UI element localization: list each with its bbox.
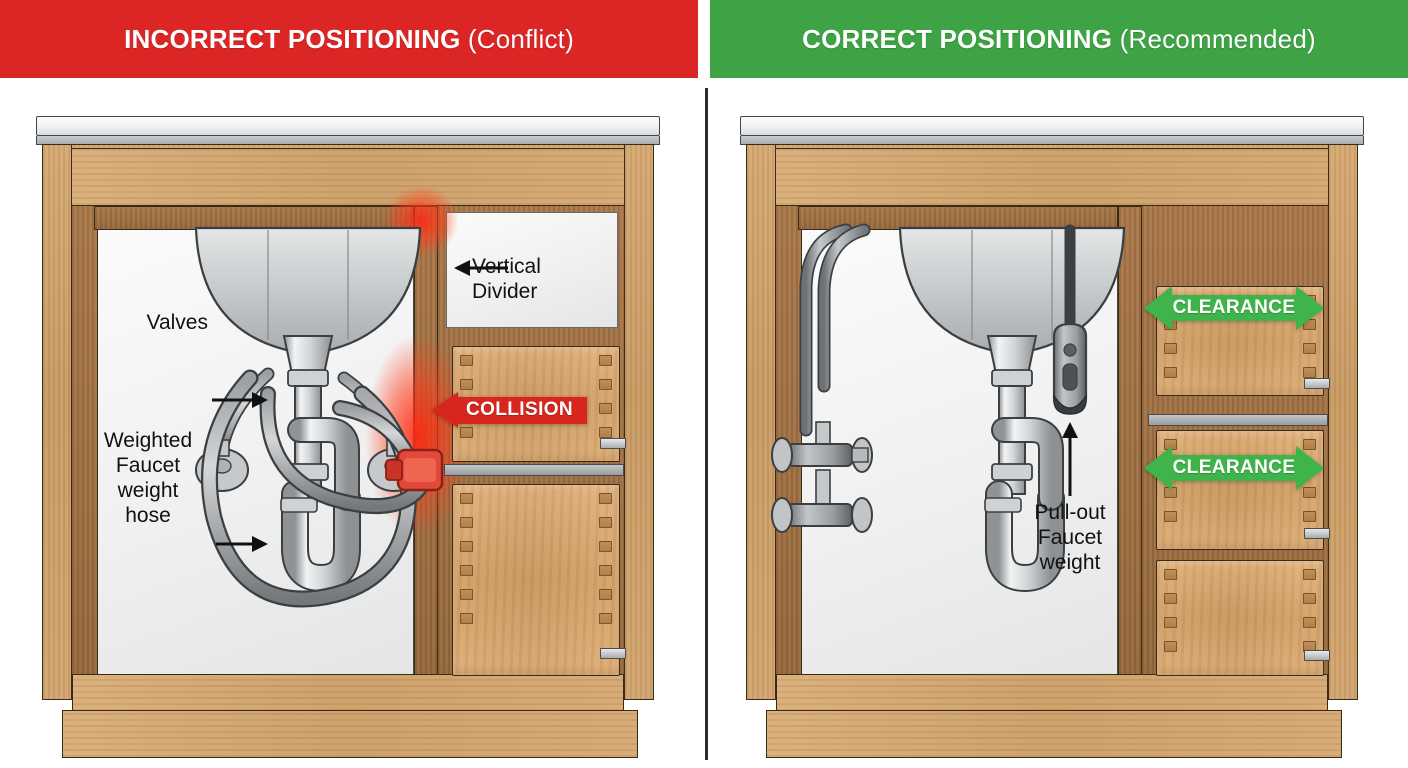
dovetail-joints-left [1164,569,1177,667]
cabinet-side-return-left [72,206,98,678]
drawer-slide-top-right-panel [1304,378,1330,389]
dovetail-joints-right [599,355,612,453]
face-frame-top-rail-right [770,148,1358,206]
panel-correct: CLEARANCE CLEARANCE Pull-out Faucet weig… [704,78,1408,768]
drawer-slide-lower-left-panel [600,648,626,659]
header-correct-text: CORRECT POSITIONING (Recommended) [802,24,1316,55]
face-frame-top-rail-left [66,148,654,206]
clearance-badge-upper: CLEARANCE [1144,286,1324,330]
drawer-separator-left [444,464,624,476]
clearance-label-upper: CLEARANCE [1172,297,1296,318]
drawer-lower-left-panel[interactable] [452,484,620,676]
vertical-divider-right [1118,206,1142,678]
header-incorrect-strong: INCORRECT POSITIONING [124,23,461,54]
header-incorrect-text: INCORRECT POSITIONING (Conflict) [124,24,574,55]
clearance-bar-lower: CLEARANCE [1172,455,1296,481]
drawer-bay-back-left [446,212,618,328]
toe-kick-right [766,710,1342,758]
countertop-right [740,116,1364,136]
header-incorrect-light: (Conflict) [460,23,574,54]
drawer-separator-upper-right [1148,414,1328,426]
cabinet-side-return-right [776,206,802,678]
clearance-label-lower: CLEARANCE [1172,457,1296,478]
clearance-arrow-right-icon [1296,286,1324,330]
dovetail-joints-right [599,493,612,667]
header-correct-strong: CORRECT POSITIONING [802,23,1113,54]
label-pullout-weight: Pull-out Faucet weight [1034,501,1106,574]
collision-label: COLLISION [466,399,574,420]
cabinet-interior-right [798,226,1118,678]
dovetail-joints-left [460,493,473,667]
clearance-bar-upper: CLEARANCE [1172,295,1296,321]
drawer-slide-upper-left-panel [600,438,626,449]
label-valves: Valves [146,311,208,334]
collision-bar: COLLISION [458,396,588,424]
cabinet-top-inner-rail-right [798,206,1118,230]
label-vertical-divider: Vertical Divider [472,255,541,303]
panel-incorrect: COLLISION Valves Vertical Divider Weight… [0,78,704,768]
clearance-badge-lower: CLEARANCE [1144,446,1324,490]
face-frame-left-stile-left [42,144,72,700]
clearance-arrow-left-icon [1144,446,1172,490]
cabinet-floor-right [776,674,1328,712]
toe-kick-left [62,710,638,758]
drawer-slide-middle-right-panel [1304,528,1330,539]
panel-divider [705,88,708,760]
cabinet-top-inner-rail-left [94,206,414,230]
clearance-arrow-right-icon [1296,446,1324,490]
header-incorrect: INCORRECT POSITIONING (Conflict) [0,0,698,78]
drawer-slide-bottom-right-panel [1304,650,1330,661]
collision-badge: COLLISION [432,392,588,428]
cabinet-floor-left [72,674,624,712]
countertop-left [36,116,660,136]
drawer-bottom-right-panel[interactable] [1156,560,1324,676]
header-correct-light: (Recommended) [1112,23,1316,54]
face-frame-right-stile-right [1328,144,1358,700]
clearance-arrow-left-icon [1144,286,1172,330]
header-correct: CORRECT POSITIONING (Recommended) [710,0,1408,78]
collision-arrow-icon [432,392,458,428]
face-frame-left-stile-right [746,144,776,700]
vertical-divider-left [414,206,438,678]
label-weighted-hose: Weighted Faucet weight hose [103,429,193,527]
dovetail-joints-right [1303,569,1316,667]
face-frame-right-stile-left [624,144,654,700]
